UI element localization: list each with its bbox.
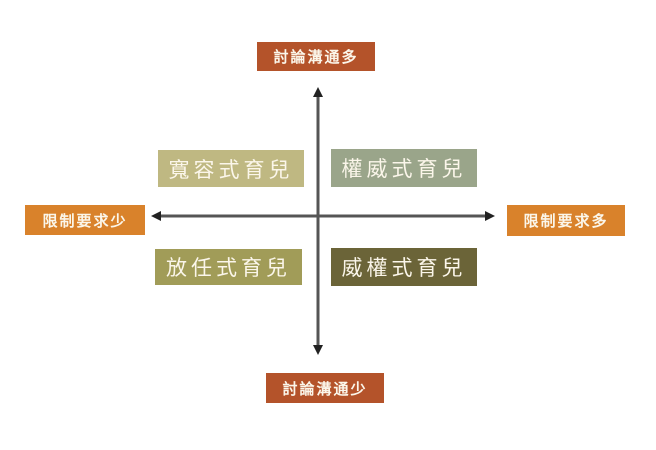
top-axis-label: 討論溝通多 [257, 42, 375, 71]
quadrant-authoritative: 權威式育兒 [331, 149, 477, 187]
quadrant-neglectful: 放任式育兒 [155, 249, 302, 285]
quadrant-authoritarian: 威權式育兒 [331, 248, 477, 286]
quadrant-permissive: 寬容式育兒 [158, 150, 304, 187]
right-axis-label: 限制要求多 [507, 205, 625, 236]
left-axis-label: 限制要求少 [25, 205, 145, 235]
bottom-axis-label: 討論溝通少 [266, 373, 384, 403]
